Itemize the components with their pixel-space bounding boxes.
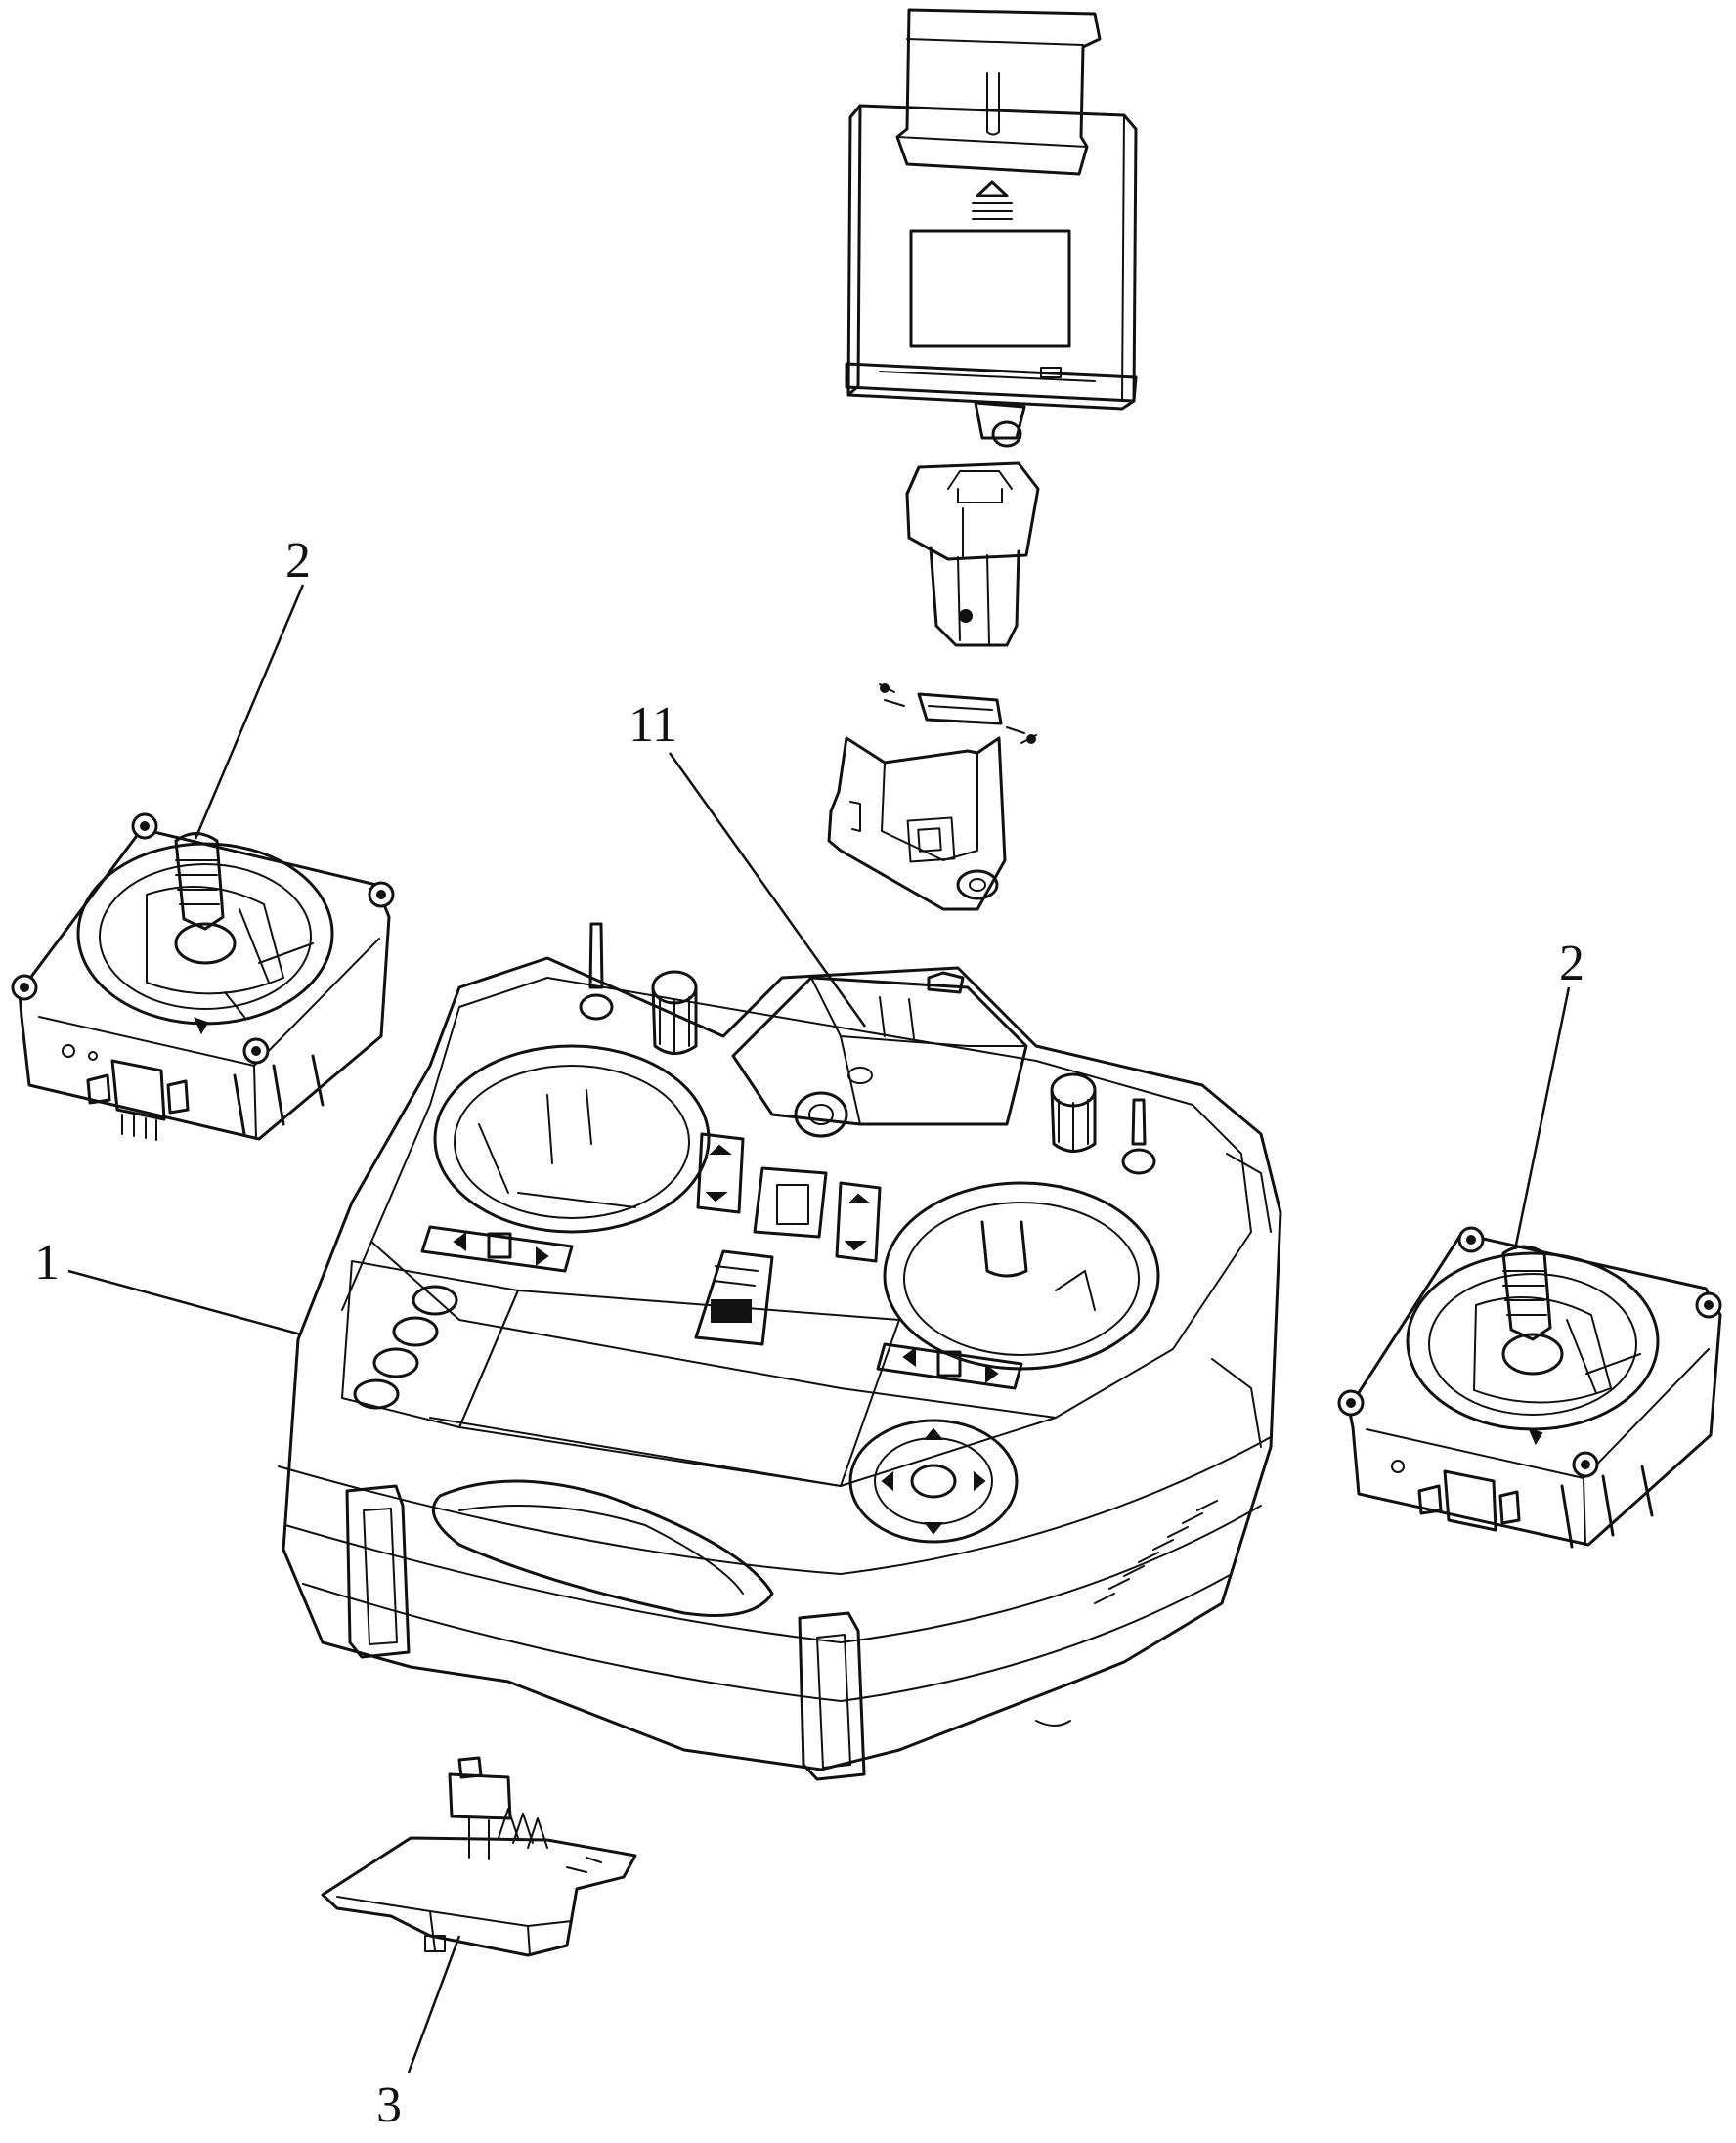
joystick-module-right [1337,1226,1722,1549]
leader-line-2-left [194,584,305,840]
holder-hinge-block [905,461,1040,647]
label-joystick-left: 2 [285,533,311,589]
small-latch-piece [879,683,1037,744]
leader-line-3 [407,1935,461,2074]
label-bottom-bracket: 3 [376,2077,402,2133]
leader-line-1 [67,1269,302,1336]
leader-line-2-right [1513,986,1571,1250]
holder-socket-base [827,736,1007,911]
phone-holder-clamp [845,8,1138,448]
joystick-module-left [11,812,395,1141]
bottom-bracket [321,1756,637,1957]
reference-labels: 2 11 2 1 3 [34,533,1584,2133]
label-joystick-right: 2 [1559,936,1584,991]
leader-line-11 [668,752,867,1028]
transmitter-body [278,922,1282,1781]
label-transmitter-body: 1 [34,1235,60,1290]
label-holder-socket: 11 [629,697,677,753]
leader-lines [67,584,1571,2074]
